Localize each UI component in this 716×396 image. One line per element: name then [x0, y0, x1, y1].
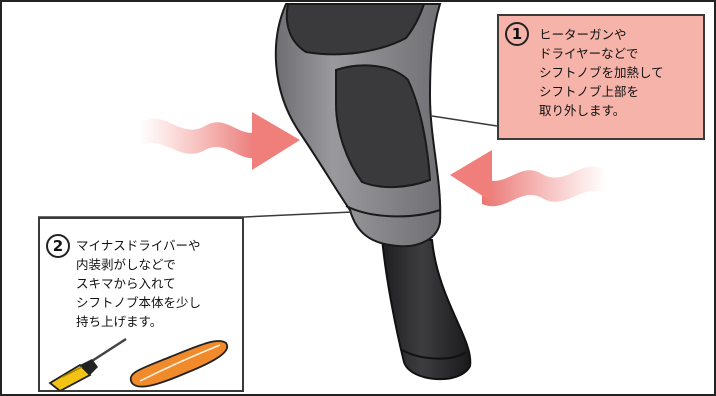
step1-callout: 1 ヒーターガンや ドライヤーなどで シフトノブを加熱して シフトノブ上部を 取… — [497, 14, 705, 140]
heat-arrow-right — [450, 150, 492, 202]
step1-text: ヒーターガンや ドライヤーなどで シフトノブを加熱して シフトノブ上部を 取り外… — [539, 27, 664, 118]
tools-illustration — [48, 337, 229, 391]
trim-removal-tool-icon — [129, 340, 229, 388]
step2-callout: 2 マイナスドライバーや 内装剥がしなどで スキマから入れて シフトノブ本体を少… — [38, 217, 244, 392]
shift-boot-ring — [401, 349, 467, 360]
shift-knob-ring — [345, 205, 441, 218]
shift-boot — [380, 236, 472, 380]
leader-line-step2 — [243, 211, 353, 218]
step2-number-badge: 2 — [46, 234, 70, 258]
step1-number-badge: 1 — [505, 22, 529, 46]
shift-knob-grip-panel — [335, 64, 432, 189]
heat-wave-left — [140, 118, 262, 159]
step2-text: マイナスドライバーや 内装剥がしなどで スキマから入れて シフトノブ本体を少し … — [76, 238, 202, 329]
heat-arrow-left — [252, 112, 300, 170]
screwdriver-icon — [48, 337, 127, 391]
leader-line-step1 — [431, 115, 498, 127]
heat-wave-right — [482, 166, 606, 207]
shift-knob-top — [285, 3, 426, 56]
